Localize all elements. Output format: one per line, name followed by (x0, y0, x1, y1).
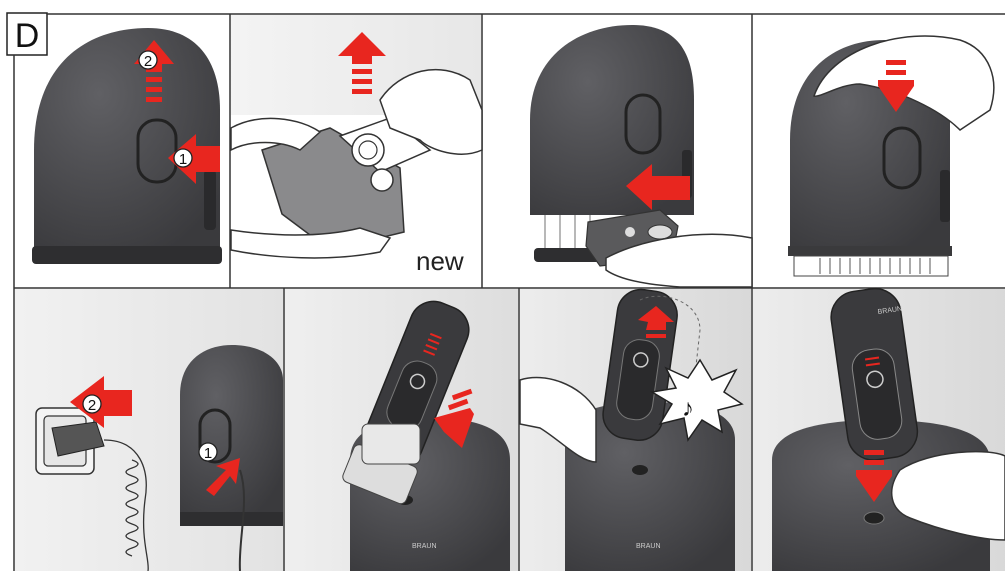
svg-text:1: 1 (204, 445, 212, 462)
panel-shaver-locks-in: ♪ BRAUN (520, 286, 751, 571)
svg-text:2: 2 (88, 397, 96, 414)
panel-close-station (788, 36, 994, 276)
panel-press-button: BRAUN (753, 285, 1005, 571)
section-letter: D (15, 17, 40, 55)
caption-new: new (416, 246, 464, 276)
panel-insert-cartridge (530, 25, 752, 287)
section-label-box: D (7, 13, 47, 55)
panel-insert-shaver: BRAUN (285, 289, 518, 571)
panel-remove-cartridge: 2 1 (32, 28, 222, 264)
svg-text:2: 2 (144, 53, 152, 70)
panel-plug-in-station: 2 1 (15, 289, 283, 571)
brand-mark: BRAUN (412, 543, 437, 550)
svg-text:1: 1 (179, 151, 187, 168)
music-note-icon: ♪ (682, 395, 694, 422)
panel-unwrap-new-cartridge: new (231, 15, 482, 287)
brand-mark: BRAUN (636, 543, 661, 550)
